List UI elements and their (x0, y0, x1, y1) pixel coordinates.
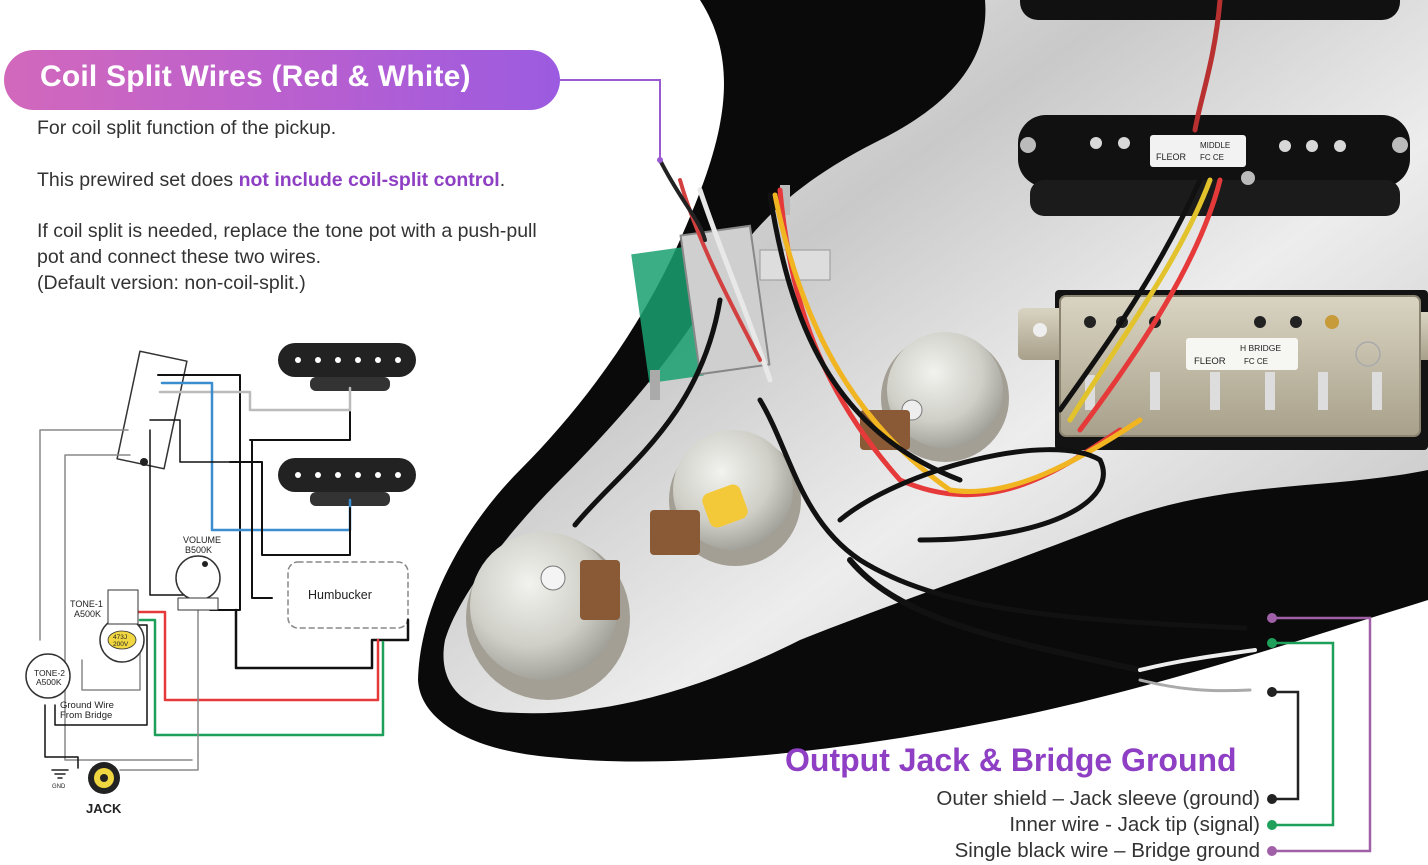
schematic-ground-symbol (51, 769, 69, 779)
output-line-2: Inner wire - Jack tip (signal) (1009, 813, 1260, 836)
middle-cert: FC CE (1200, 153, 1224, 162)
schematic-tone2-pot (25, 653, 71, 699)
bracket-dot-black-bottom (1267, 794, 1277, 804)
cap-value-1: 473J (113, 634, 127, 641)
bracket-dot-green-bottom (1267, 820, 1277, 830)
tone2-value: A500K (36, 677, 62, 687)
schematic-jack (88, 762, 120, 794)
bridge-humbucker-photo: H BRIDGE FLEOR FC CE (1018, 290, 1428, 450)
tone1-label: TONE-1 (70, 599, 103, 609)
bracket-dot-green-top (1267, 638, 1277, 648)
humbucker-label: Humbucker (308, 588, 372, 602)
output-line-1: Outer shield – Jack sleeve (ground) (936, 787, 1260, 810)
volume-value: B500K (185, 545, 212, 555)
coil-split-line-3a: If coil split is needed, replace the ton… (37, 220, 537, 242)
coil-split-line-3c: (Default version: non-coil-split.) (37, 272, 306, 294)
output-title: Output Jack & Bridge Ground (785, 742, 1237, 778)
coil-split-line-2-post: . (499, 169, 506, 191)
photo-wires (572, 0, 1257, 693)
bridge-label: H BRIDGE (1240, 343, 1281, 353)
ground-wire-label-1: Ground Wire (60, 700, 114, 711)
cap-value-2: 200V (113, 641, 129, 648)
schematic-switch (116, 350, 188, 470)
tone2-label: TONE-2 (34, 668, 65, 678)
ground-wire-label-2: From Bridge (60, 710, 112, 721)
wiring-schematic (25, 343, 416, 794)
bracket-dot-purple-bottom (1267, 846, 1277, 856)
coil-split-highlight: not include coil-split control (238, 169, 500, 191)
middle-brand: FLEOR (1156, 152, 1187, 162)
tone1-value: A500K (74, 609, 101, 619)
volume-pot-photo (860, 332, 1009, 462)
schematic-volume-pot (175, 555, 221, 601)
coil-split-line-2-pre: This prewired set does (37, 169, 239, 191)
volume-label: VOLUME (183, 535, 221, 545)
schematic-neck-pickup (278, 343, 416, 391)
coil-split-line-2: This prewired set does not include coil-… (37, 167, 505, 193)
schematic-middle-pickup (278, 458, 416, 506)
bracket-dot-black-top (1267, 687, 1277, 697)
tone2-pot-photo (466, 532, 630, 700)
coil-split-line-1: For coil split function of the pickup. (37, 117, 337, 139)
coil-split-line-3b: pot and connect these two wires. (37, 246, 321, 268)
middle-label: MIDDLE (1200, 141, 1230, 150)
gnd-label: GND (52, 784, 66, 790)
bracket-dot-purple-top (1267, 613, 1277, 623)
output-line-3: Single black wire – Bridge ground (954, 839, 1260, 862)
neck-pickup-photo (1020, 0, 1400, 20)
coil-split-banner: Coil Split Wires (Red & White) (4, 50, 560, 110)
middle-pickup-photo: MIDDLE FLEOR FC CE (1018, 115, 1410, 216)
schematic-humbucker (287, 561, 409, 629)
tone1-pot-photo (650, 430, 801, 566)
bridge-cert: FC CE (1244, 357, 1268, 366)
bridge-brand: FLEOR (1194, 356, 1226, 367)
coil-split-title: Coil Split Wires (Red & White) (40, 60, 471, 93)
output-brackets (1272, 616, 1372, 853)
jack-label: JACK (86, 801, 122, 816)
coil-split-pointer (560, 79, 661, 160)
